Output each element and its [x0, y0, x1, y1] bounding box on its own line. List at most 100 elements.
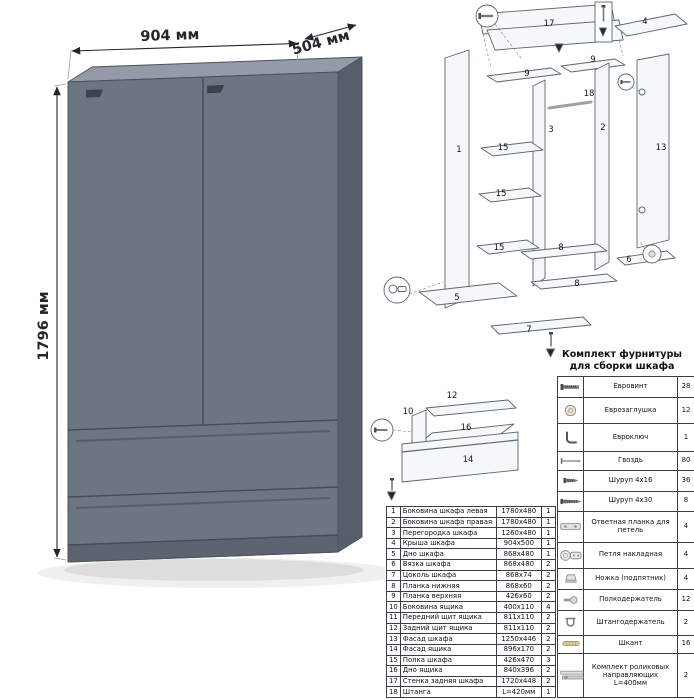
euro-cap-icon — [557, 397, 584, 425]
part-qty-cell: 4 — [540, 601, 556, 614]
drawer2-handle-groove — [75, 497, 331, 509]
leader-line — [618, 39, 624, 57]
confirmat-callout — [475, 4, 499, 28]
part-number-label: 6 — [626, 255, 631, 265]
hardware-item-qty: 4 — [677, 567, 694, 590]
hardware-item-name: Ответная планка для петель — [583, 510, 678, 543]
part-number-label: 13 — [656, 143, 667, 153]
part-size-cell: 426x470 — [495, 654, 542, 667]
cap-callout — [642, 244, 662, 264]
hardware-row: Ножка (подпятник)4 — [557, 567, 694, 590]
foot-icon — [557, 567, 584, 590]
drawer-back-panel — [425, 399, 517, 417]
part-number-cell: 18 — [386, 686, 401, 698]
hardware-item-name: Шуруп 4x30 — [583, 490, 678, 512]
width-dimension-label: 904 мм — [140, 27, 200, 45]
part-size-cell: 896x170 — [495, 643, 542, 656]
part-name-cell: Крыша шкафа — [399, 537, 497, 550]
hardware-item-qty: 12 — [677, 397, 694, 425]
screw-insert-indicator — [387, 478, 396, 501]
drawer-divider-seam — [67, 486, 339, 498]
hardware-item-name: Шкант — [583, 634, 678, 655]
top-panel — [614, 13, 688, 37]
hardware-item-qty: 80 — [677, 450, 694, 472]
part-qty-cell: 2 — [540, 580, 556, 592]
shelf-panel — [480, 141, 544, 157]
part-qty-cell: 1 — [540, 506, 556, 518]
shelf-panel — [478, 187, 542, 203]
part-number-cell: 3 — [386, 527, 401, 539]
hardware-item-qty: 4 — [677, 510, 694, 543]
part-qty-cell: 3 — [540, 654, 556, 667]
bottom-panel — [418, 282, 518, 306]
hardware-item-qty: 16 — [677, 634, 694, 655]
nail-icon — [557, 450, 584, 472]
screw-insert-indicator — [546, 332, 555, 358]
part-number-label: 10 — [403, 407, 414, 417]
part-number-cell: 15 — [386, 654, 401, 667]
door-right-panel — [636, 53, 670, 249]
part-number-cell: 1 — [386, 506, 401, 518]
shelf-holder-icon — [557, 588, 584, 612]
part-number-cell: 14 — [386, 643, 401, 656]
hardware-kit-title: Комплект фурнитуры для сборки шкафа — [548, 349, 694, 374]
wardrobe-illustration: 904 мм 504 мм 1796 мм — [36, 23, 385, 588]
screw-callout — [617, 73, 635, 91]
part-qty-cell: 2 — [540, 643, 556, 656]
assembly-direction-arrow — [554, 43, 564, 53]
part-number-label: 16 — [461, 423, 472, 433]
right-door-handle-notch — [207, 85, 224, 94]
part-qty-cell: 1 — [540, 527, 556, 539]
part-number-label: 9 — [590, 55, 595, 65]
part-number-cell: 9 — [386, 590, 401, 603]
leader-line — [392, 429, 413, 433]
part-name-cell: Планка нижняя — [399, 580, 497, 592]
part-name-cell: Планка верхняя — [399, 590, 497, 603]
hinge-icon — [557, 541, 584, 569]
extension-line — [53, 557, 67, 561]
hardware-item-qty: 8 — [677, 490, 694, 512]
drawer-diagram: 12 10 16 14 — [370, 391, 519, 501]
part-number-cell: 12 — [386, 622, 401, 635]
part-number-cell: 7 — [386, 569, 401, 582]
hardware-item-qty: 28 — [677, 375, 694, 399]
top-rail — [560, 58, 626, 73]
hardware-item-qty: 2 — [677, 653, 694, 698]
hardware-item-name: Комплект роликовых направляющих L=400мм — [583, 653, 678, 698]
depth-dimension-label: 504 мм — [290, 28, 351, 59]
part-name-cell: Дно шкафа — [399, 548, 497, 561]
part-name-cell: Фасад ящика — [399, 643, 497, 656]
screw-short-icon — [557, 470, 584, 492]
bottom-rail — [530, 273, 618, 290]
top-rail — [486, 67, 562, 83]
part-qty-cell: 2 — [540, 612, 556, 624]
part-number-label: 3 — [548, 125, 553, 135]
roller-guides-icon — [557, 653, 584, 698]
part-size-cell: L=420мм — [495, 686, 542, 698]
part-name-cell: Задний щит ящика — [399, 622, 497, 635]
part-number-label: 5 — [454, 293, 459, 303]
part-number-label: 1 — [456, 145, 461, 155]
left-door-handle-notch — [86, 89, 103, 98]
part-name-cell: Цоколь шкафа — [399, 569, 497, 582]
wardrobe-side-face — [337, 56, 363, 553]
part-qty-cell: 2 — [540, 622, 556, 635]
strike-plate-icon — [557, 510, 584, 543]
screw-long-icon — [557, 490, 584, 512]
part-name-cell: Дно ящика — [399, 665, 497, 677]
